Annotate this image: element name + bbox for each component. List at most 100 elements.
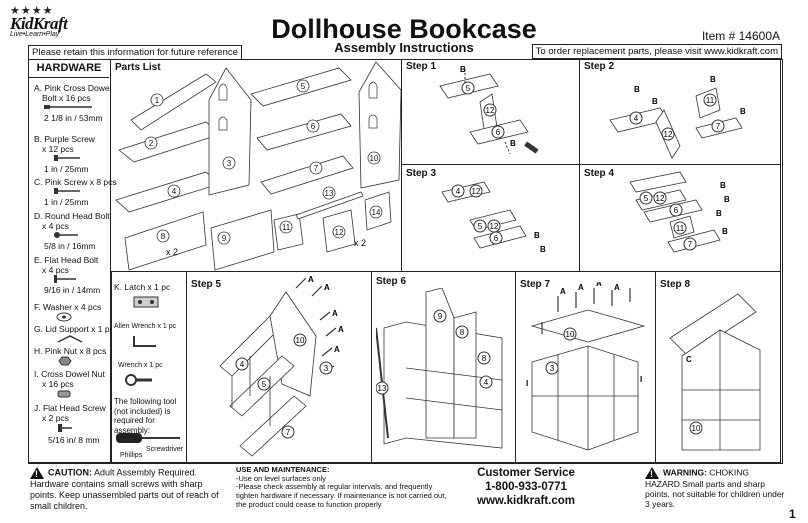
step-7-label: Step 7: [520, 279, 551, 290]
hardware-item-g: G. Lid Support x 1 pc: [34, 324, 114, 346]
hardware-item-i: I. Cross Dowel Nut x 16 pcs: [34, 369, 105, 401]
page-title: Dollhouse Bookcase: [271, 14, 537, 44]
step-5-letter-a-4: A: [338, 325, 344, 334]
step-3-letter-b-1: B: [534, 231, 540, 240]
step-7-part-10: 10: [566, 330, 575, 339]
screwdriver-label: Screwdriver: [146, 446, 183, 453]
step-5-letter-a-5: A: [334, 345, 340, 354]
part-number-14: 14: [372, 208, 381, 217]
website-link[interactable]: www.kidkraft.com: [477, 495, 575, 507]
step-3-drawing: 4 12 5 12 6 BB: [441, 181, 546, 254]
step-3-label: Step 3: [406, 168, 437, 179]
tool-note: The following tool (not included) is req…: [114, 397, 177, 435]
hardware-item-b: B. Purple Screw x 12 pcs 1 in / 25mm: [34, 134, 95, 174]
step-3-part-12a: 12: [472, 187, 481, 196]
step-2-letter-b-2: B: [652, 97, 658, 106]
step-7-letter-a-1: A: [560, 287, 566, 296]
step-6-part-13: 13: [378, 384, 387, 393]
step-3-part-4: 4: [456, 187, 461, 196]
cross-dowel-nut-icon: [57, 390, 71, 398]
wrench-icon: [125, 374, 152, 386]
part-number-10: 10: [370, 154, 379, 163]
step-7-letter-a-3: A: [596, 282, 602, 288]
step-4-letter-b-2: B: [724, 195, 730, 204]
step-4-part-6: 6: [674, 206, 679, 215]
flat-head-bolt-icon: [54, 275, 76, 283]
step-6-label: Step 6: [376, 276, 407, 287]
part-number-13: 13: [325, 189, 334, 198]
part-number-5: 5: [301, 82, 306, 91]
step-8-label: Step 8: [660, 279, 691, 290]
step-2-letter-b-4: B: [740, 107, 746, 116]
parts-list-drawing: 1 2 3 4 5 6 7 8 9 10 11 12 13 14 x 2 x 2: [115, 61, 401, 271]
part-number-6: 6: [311, 122, 316, 131]
step-8-part-10: 10: [692, 424, 701, 433]
cross-dowel-bolt-icon: [44, 105, 92, 109]
hardware-item-d: D. Round Head Bolt x 4 pcs 5/8 in / 16mm: [34, 211, 110, 251]
step-5-part-10: 10: [296, 336, 305, 345]
part-number-8: 8: [161, 232, 166, 241]
step-5-letter-a-3: A: [332, 309, 338, 318]
parts-qty-8: x 2: [166, 247, 178, 257]
choking-warning: !WARNING: CHOKING HAZARD Small parts and…: [645, 467, 785, 509]
purple-screw-icon: [54, 155, 80, 161]
hardware-item-e: E. Flat Head Bolt x 4 pcs 9/16 in / 14mm: [34, 255, 101, 295]
page-subtitle: Assembly Instructions: [334, 40, 474, 55]
step-7-part-3: 3: [550, 364, 555, 373]
brand-name: KidKraft: [10, 14, 68, 33]
step-5-part-7: 7: [286, 428, 291, 437]
step-4-letter-b-1: B: [720, 181, 726, 190]
hardware-heading: HARDWARE: [29, 60, 109, 78]
step-3-part-12b: 12: [490, 222, 499, 231]
hardware-item-h: H. Pink Nut x 8 pcs: [34, 346, 106, 368]
step-2-letter-b-3: B: [710, 75, 716, 84]
step-3-letter-b-2: B: [540, 245, 546, 254]
replacement-note: To order replacement parts, please visit…: [531, 44, 782, 59]
step-2-part-7: 7: [716, 122, 721, 131]
flat-head-screw-icon: [58, 424, 72, 432]
step-5-label: Step 5: [191, 279, 222, 290]
step-1-letter-b-bottom: B: [510, 139, 516, 148]
step-2-label: Step 2: [584, 61, 615, 72]
step-1-part-12: 12: [486, 106, 495, 115]
hardware-item-k: K. Latch x 1 pc: [114, 282, 171, 292]
step-8-letter-c: C: [686, 355, 692, 364]
step-6-part-9: 9: [438, 312, 443, 321]
page-number: 1: [789, 507, 796, 521]
step-7-letter-i-2: I: [640, 375, 642, 384]
allen-wrench-label: Allen Wrench x 1 pc: [114, 323, 177, 330]
step-7-letter-a-2: A: [578, 283, 584, 292]
stars-icon: ★★★★: [10, 5, 54, 17]
step-2-letter-b-1: B: [634, 85, 640, 94]
part-number-4: 4: [172, 187, 177, 196]
step-4-letter-b-4: B: [722, 227, 728, 236]
pink-nut-icon: [58, 356, 72, 366]
brand-tagline: Live•Learn•Play: [10, 31, 60, 38]
retain-note: Please retain this information for futur…: [28, 45, 242, 60]
step-4-part-5: 5: [644, 194, 649, 203]
step-8-drawing: 10 C: [669, 293, 761, 451]
step-7-letter-a-4: A: [614, 283, 620, 292]
step-3-part-6: 6: [494, 234, 499, 243]
warning-triangle-icon: !: [30, 467, 44, 479]
wrench-label: Wrench x 1 pc: [118, 362, 163, 369]
step-2-part-12: 12: [664, 130, 673, 139]
step-4-part-11: 11: [676, 224, 685, 233]
step-4-part-7: 7: [688, 240, 693, 249]
lid-support-icon: [57, 335, 83, 343]
step-2-part-4: 4: [634, 114, 639, 123]
customer-service: Customer Service 1-800-933-0771 www.kidk…: [466, 466, 586, 508]
step-2-panel: [579, 59, 781, 165]
washer-icon: [56, 312, 72, 322]
step-3-part-5: 5: [478, 222, 483, 231]
step-5-letter-a-1: A: [308, 276, 314, 284]
latch-icon: [133, 296, 159, 308]
parts-qty-12: x 2: [354, 238, 366, 248]
step-2-part-11: 11: [706, 96, 715, 105]
step-6-part-8: 8: [460, 328, 465, 337]
kidkraft-logo: ★★★★ KidKraft Live•Learn•Play: [10, 4, 90, 44]
step-6-part-8b: 8: [482, 354, 487, 363]
